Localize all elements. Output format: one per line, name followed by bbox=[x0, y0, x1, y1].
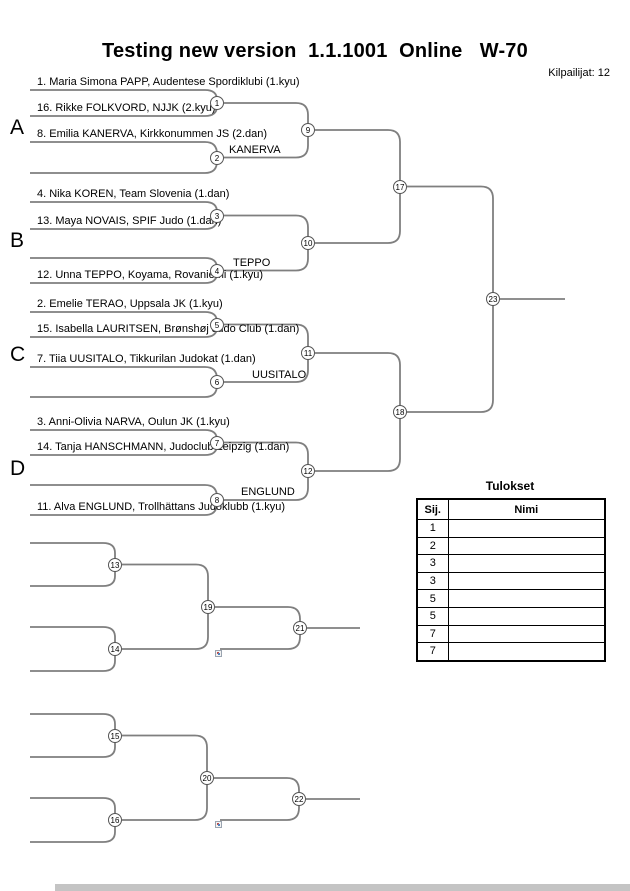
winner-label: TEPPO bbox=[233, 257, 271, 269]
winner-label: UUSITALO bbox=[252, 369, 307, 381]
sij-cell: 2 bbox=[416, 536, 449, 556]
match-number-badge: 20 bbox=[200, 771, 214, 785]
results-row: 3 bbox=[416, 571, 606, 591]
results-row: 3 bbox=[416, 554, 606, 573]
match-number-badge: 14 bbox=[108, 642, 122, 656]
bracket-entry: 1. Maria Simona PAPP, Audentese Spordikl… bbox=[37, 76, 300, 88]
match-number-badge: 16 bbox=[108, 813, 122, 827]
match-number-badge: 11 bbox=[301, 346, 315, 360]
participants-count: Kilpailijat: 12 bbox=[548, 67, 610, 79]
match-number-badge: 19 bbox=[201, 600, 215, 614]
sij-cell: 7 bbox=[416, 624, 449, 644]
match-number-badge: 13 bbox=[108, 557, 122, 572]
match-number-badge: 4 bbox=[210, 263, 224, 278]
nimi-cell bbox=[447, 642, 606, 662]
match-number-badge: 3 bbox=[210, 208, 224, 223]
bracket-entry: 2. Emelie TERAO, Uppsala JK (1.kyu) bbox=[37, 298, 223, 310]
bracket-entry: 13. Maya NOVAIS, SPIF Judo (1.dan) bbox=[37, 215, 222, 227]
nimi-cell bbox=[447, 589, 606, 608]
match-number-badge: 5 bbox=[210, 317, 224, 332]
match-number-badge: 2 bbox=[210, 150, 224, 165]
match-number-badge: 10 bbox=[301, 236, 315, 250]
nimi-cell bbox=[447, 519, 606, 538]
match-number-badge: 7 bbox=[210, 435, 224, 450]
results-header-nimi: Nimi bbox=[447, 498, 606, 520]
results-row: 2 bbox=[416, 536, 606, 556]
broken-image-icon bbox=[215, 821, 222, 828]
nimi-cell bbox=[447, 571, 606, 591]
nimi-cell bbox=[447, 606, 606, 626]
pool-label-c: C bbox=[10, 343, 26, 366]
bracket-entry: 12. Unna TEPPO, Koyama, Rovaniemi (1.kyu… bbox=[37, 269, 264, 281]
match-number-badge: 15 bbox=[108, 728, 122, 743]
results-row: 7 bbox=[416, 624, 606, 644]
match-number-badge: 12 bbox=[301, 464, 315, 478]
page-title: Testing new version 1.1.1001 Online W-70 bbox=[102, 40, 528, 62]
broken-image-icon bbox=[215, 650, 222, 657]
sij-cell: 5 bbox=[416, 606, 449, 626]
match-number-badge: 17 bbox=[393, 179, 407, 194]
pool-label-b: B bbox=[10, 229, 25, 252]
nimi-cell bbox=[447, 554, 606, 573]
winner-label: KANERVA bbox=[229, 144, 281, 156]
pool-label-d: D bbox=[10, 457, 26, 480]
results-header-sij: Sij. bbox=[416, 498, 449, 520]
match-number-badge: 1 bbox=[210, 96, 224, 110]
match-number-badge: 6 bbox=[210, 375, 224, 389]
match-number-badge: 22 bbox=[292, 792, 306, 806]
sij-cell: 3 bbox=[416, 571, 449, 591]
match-number-badge: 21 bbox=[293, 621, 307, 635]
bracket-entry: 4. Nika KOREN, Team Slovenia (1.dan) bbox=[37, 188, 230, 200]
bracket-entry: 8. Emilia KANERVA, Kirkkonummen JS (2.da… bbox=[37, 128, 268, 140]
nimi-cell bbox=[447, 624, 606, 644]
bracket-entry: 16. Rikke FOLKVORD, NJJK (2.kyu) bbox=[37, 102, 216, 114]
results-header-row: Sij. Nimi bbox=[416, 498, 606, 520]
bracket-entry: 7. Tiia UUSITALO, Tikkurilan Judokat (1.… bbox=[37, 353, 256, 365]
results-row: 7 bbox=[416, 642, 606, 662]
bottom-bar bbox=[55, 884, 630, 891]
match-number-badge: 9 bbox=[301, 123, 315, 137]
results-title: Tulokset bbox=[485, 479, 535, 493]
results-row: 5 bbox=[416, 589, 606, 608]
bracket-entry: 15. Isabella LAURITSEN, Brønshøj Judo Cl… bbox=[37, 323, 300, 335]
nimi-cell bbox=[447, 536, 606, 556]
match-number-badge: 8 bbox=[210, 493, 224, 507]
sij-cell: 7 bbox=[416, 642, 449, 662]
sij-cell: 3 bbox=[416, 554, 449, 573]
results-row: 1 bbox=[416, 519, 606, 538]
bracket-entry: 11. Alva ENGLUND, Trollhättans Judoklubb… bbox=[37, 501, 286, 513]
sij-cell: 1 bbox=[416, 519, 449, 538]
results-table: Sij. Nimi 1 2 3 3 5 5 7 bbox=[416, 498, 606, 662]
sij-cell: 5 bbox=[416, 589, 449, 608]
bracket-entry: 3. Anni-Olivia NARVA, Oulun JK (1.kyu) bbox=[37, 416, 230, 428]
winner-label: ENGLUND bbox=[241, 486, 295, 498]
match-number-badge: 18 bbox=[393, 405, 407, 419]
results-row: 5 bbox=[416, 606, 606, 626]
bracket-entry: 14. Tanja HANSCHMANN, Judoclub Leipzig (… bbox=[37, 441, 290, 453]
match-number-badge: 23 bbox=[486, 292, 500, 306]
pool-label-a: A bbox=[10, 116, 25, 139]
